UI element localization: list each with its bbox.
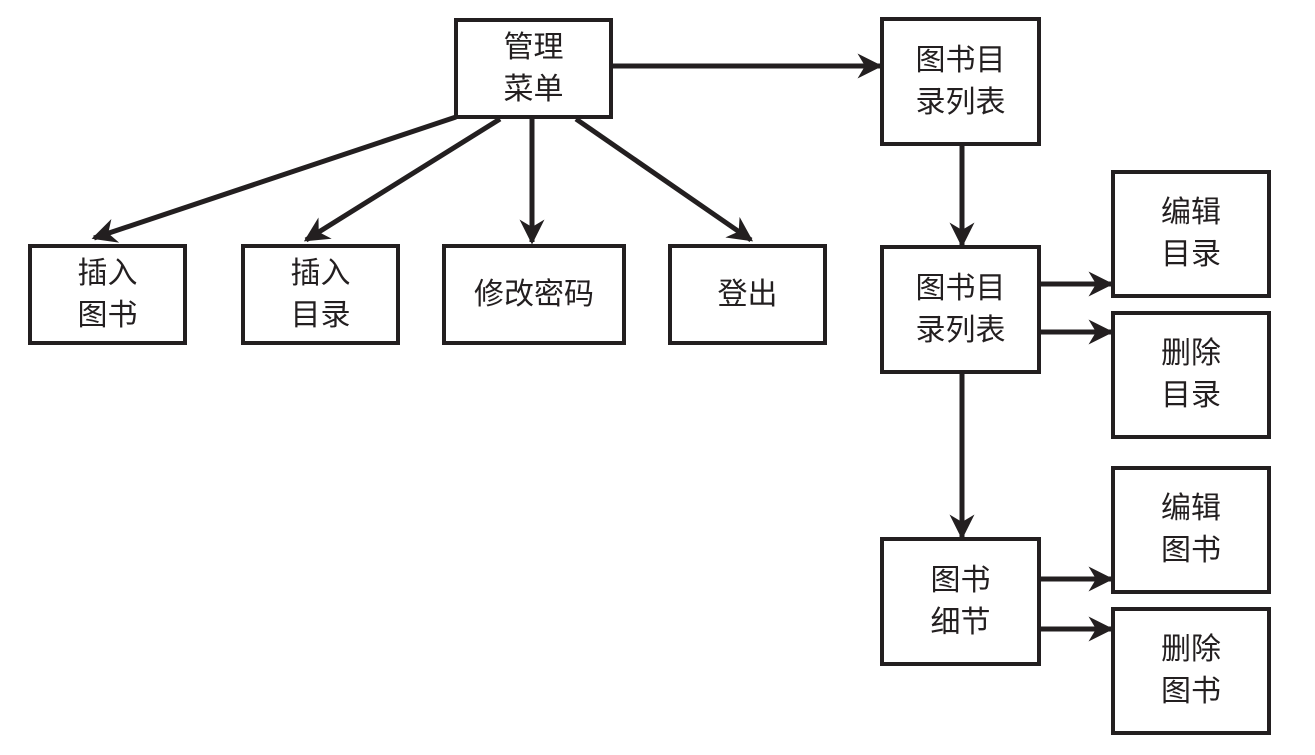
node-insert-book[interactable]: 插入图书 (28, 244, 187, 345)
node-label-line: 菜单 (503, 71, 564, 107)
node-label-line: 图书 (1161, 674, 1221, 709)
node-edit-catalog[interactable]: 编辑目录 (1111, 170, 1271, 298)
node-label-line: 细节 (930, 604, 991, 640)
node-label-line: 目录 (1161, 237, 1221, 272)
node-change-password[interactable]: 修改密码 (442, 244, 626, 345)
node-delete-catalog[interactable]: 删除目录 (1111, 311, 1271, 439)
node-logout[interactable]: 登出 (668, 244, 827, 345)
node-label-line: 目录 (290, 297, 351, 333)
node-label-line: 登出 (717, 276, 778, 312)
node-admin-menu[interactable]: 管理菜单 (454, 18, 613, 119)
edge-admin-menu-to-logout (574, 116, 754, 243)
node-label-line: 录列表 (915, 312, 1006, 348)
node-label-line: 删除 (1161, 632, 1221, 667)
node-insert-catalog[interactable]: 插入目录 (241, 244, 400, 345)
edge-admin-menu-to-insert-catalog (303, 116, 502, 243)
node-label-line: 删除 (1161, 336, 1221, 371)
node-catalog-list[interactable]: 图书目录列表 (880, 17, 1041, 146)
node-label-line: 目录 (1161, 378, 1221, 413)
node-label-line: 图书目 (915, 42, 1006, 78)
node-label-line: 管理 (503, 29, 564, 65)
node-label-line: 录列表 (915, 84, 1006, 120)
node-catalog-list-detail[interactable]: 图书目录列表 (880, 245, 1041, 374)
node-edit-book[interactable]: 编辑图书 (1111, 466, 1271, 594)
node-label-line: 图书目 (915, 270, 1006, 306)
node-label-line: 编辑 (1161, 491, 1221, 526)
node-label-line: 编辑 (1161, 195, 1221, 230)
node-label-line: 插入 (290, 255, 351, 291)
node-label-line: 插入 (77, 255, 138, 291)
node-label-line: 图书 (930, 562, 991, 598)
node-label-line: 图书 (77, 297, 138, 333)
edge-admin-menu-to-insert-book (91, 114, 457, 243)
node-book-detail[interactable]: 图书细节 (880, 537, 1041, 666)
node-label-line: 修改密码 (474, 276, 594, 312)
node-label-line: 图书 (1161, 533, 1221, 568)
node-delete-book[interactable]: 删除图书 (1111, 607, 1271, 735)
